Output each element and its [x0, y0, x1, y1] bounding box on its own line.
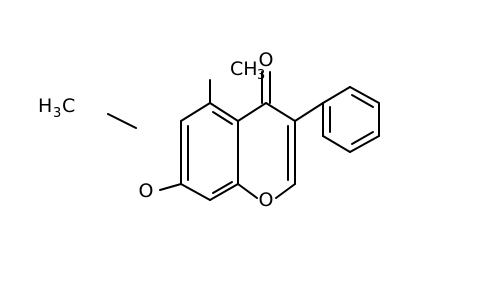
- carbonyl-oxygen-label: O: [259, 49, 274, 71]
- phenyl-bond-4: [349, 135, 380, 153]
- bond-o1-c8a: [237, 183, 258, 199]
- methoxy-h-label: H: [38, 95, 52, 117]
- double-bond-c8-c8a: [212, 181, 233, 194]
- double-bond-c5-c4a: [212, 111, 233, 125]
- phenyl-ring: [294, 86, 380, 153]
- methoxy-c-label: C: [62, 95, 75, 117]
- methyl-label-top: CH 3: [230, 58, 265, 83]
- benzo-ring: [180, 102, 239, 201]
- bond-c8a-c8: [209, 183, 239, 201]
- methoxy-group: [107, 113, 182, 191]
- bond-c4a-c4: [237, 102, 267, 122]
- pyranone-ring: [237, 102, 296, 199]
- phenyl-bond-2: [349, 86, 380, 104]
- methyl-top-main: CH: [230, 58, 258, 80]
- bond-c4-c3: [265, 102, 296, 122]
- bond-c2-o1: [275, 183, 296, 199]
- carbonyl-group: [261, 71, 271, 104]
- bond-c6-c5: [180, 102, 211, 122]
- methoxy-sub-label: 3: [53, 106, 61, 121]
- phenyl-bond-5: [322, 135, 351, 153]
- bond-c8-c7: [180, 183, 211, 201]
- phenyl-double-1: [351, 94, 374, 108]
- bond-c5-c4a: [209, 102, 239, 122]
- phenyl-double-2: [351, 131, 374, 145]
- bond-c3-phenyl: [294, 102, 324, 122]
- phenyl-bond-1: [322, 86, 351, 104]
- methyl-top-sub: 3: [257, 68, 265, 83]
- methoxy-methyl-label: H 3 C: [38, 95, 75, 121]
- ether-oxygen-label: O: [139, 180, 154, 202]
- bond-o-ch3: [107, 113, 137, 129]
- bond-c7-o: [159, 183, 182, 191]
- ring-oxygen-label: O: [259, 189, 274, 211]
